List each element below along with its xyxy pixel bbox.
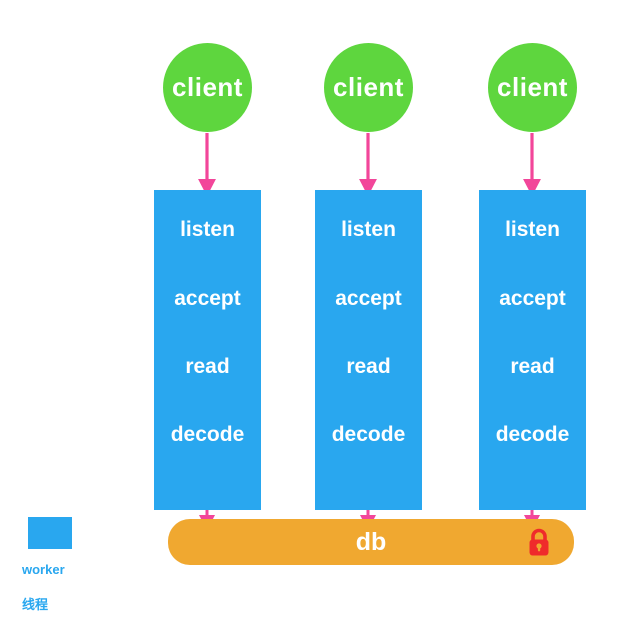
client-label: client — [333, 72, 404, 102]
worker-column-1: listen accept read decode — [154, 190, 261, 510]
legend-label-worker: worker 线程 — [22, 543, 102, 613]
worker-column-2: listen accept read decode — [315, 190, 422, 510]
worker-step-decode: decode — [170, 423, 245, 446]
padlock-icon — [529, 528, 549, 556]
worker-step-listen: listen — [505, 218, 560, 241]
db-label: db — [355, 527, 387, 556]
legend-label-line1: worker — [22, 561, 65, 577]
worker-step-accept: accept — [499, 287, 566, 310]
worker-step-read: read — [346, 355, 391, 378]
worker-step-read: read — [185, 355, 230, 378]
worker-step-read: read — [510, 355, 555, 378]
client-node-1: client — [163, 43, 252, 132]
client-label: client — [172, 72, 243, 102]
db-bar: db — [168, 519, 574, 565]
client-node-2: client — [324, 43, 413, 132]
worker-color-swatch — [28, 517, 72, 549]
legend-label-line2: 线程 — [22, 596, 49, 612]
client-label: client — [497, 72, 568, 102]
worker-column-3: listen accept read decode — [479, 190, 586, 510]
worker-step-decode: decode — [331, 423, 406, 446]
worker-step-decode: decode — [495, 423, 570, 446]
client-node-3: client — [488, 43, 577, 132]
worker-step-accept: accept — [174, 287, 241, 310]
worker-step-listen: listen — [341, 218, 396, 241]
worker-step-accept: accept — [335, 287, 402, 310]
worker-step-listen: listen — [180, 218, 235, 241]
